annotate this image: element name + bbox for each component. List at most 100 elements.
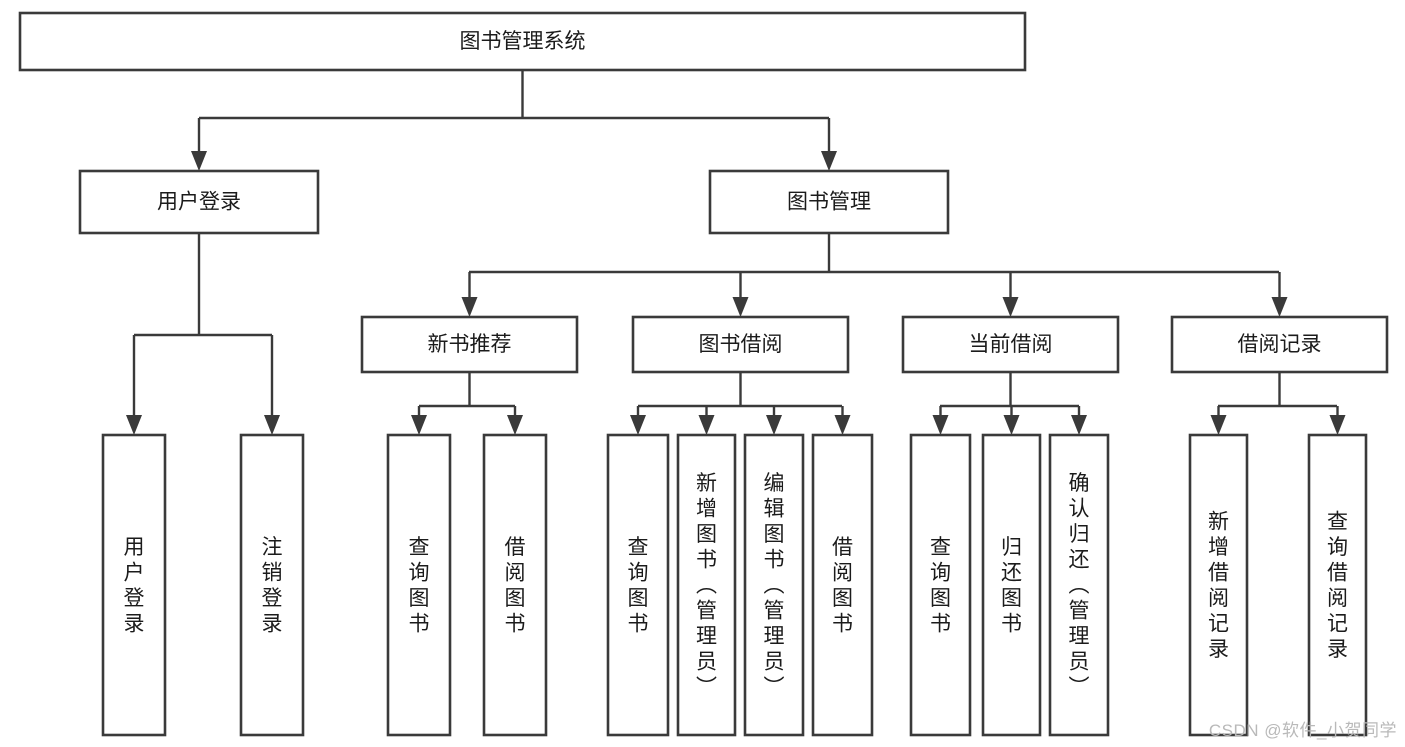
- arrow-head-icon: [766, 415, 782, 435]
- node-box[interactable]: [708, 169, 950, 235]
- node-leaf7[interactable]: 编辑图书︵管理员︶: [743, 433, 805, 737]
- node-label: 图书借阅: [699, 333, 783, 356]
- arrow-head-icon: [411, 415, 427, 435]
- edge-login-to-leaf2: [264, 335, 280, 435]
- node-leaf9[interactable]: 查询图书: [909, 433, 972, 737]
- node-box[interactable]: [239, 433, 305, 737]
- edge-login-to-leaf1: [126, 335, 142, 435]
- node-label: 确认归还︵管理员︶: [1069, 472, 1090, 699]
- arrow-head-icon: [1071, 415, 1087, 435]
- node-box[interactable]: [1307, 433, 1368, 737]
- node-leaf4[interactable]: 借阅图书: [482, 433, 548, 737]
- node-leaf12[interactable]: 新增借阅记录: [1188, 433, 1249, 737]
- edge-record-to-leaf13: [1329, 406, 1346, 435]
- arrow-head-icon: [264, 415, 280, 435]
- edge-record-to-leaf12: [1210, 406, 1227, 435]
- edge-bookmgmt-to-record: [1271, 272, 1288, 317]
- node-leaf2[interactable]: 注销登录: [239, 433, 305, 737]
- arrow-head-icon: [732, 297, 749, 317]
- arrow-head-icon: [630, 415, 646, 435]
- node-current[interactable]: 当前借阅: [901, 315, 1120, 374]
- node-leaf11[interactable]: 确认归还︵管理员︶: [1048, 433, 1110, 737]
- node-leaf10[interactable]: 归还图书: [981, 433, 1042, 737]
- edge-borrow-to-leaf6: [698, 406, 715, 435]
- node-borrow[interactable]: 图书借阅: [631, 315, 850, 374]
- edge-root-to-bookmgmt: [821, 118, 837, 171]
- arrow-head-icon: [1329, 415, 1346, 435]
- arrow-head-icon: [191, 151, 207, 171]
- edge-newbook-to-leaf4: [507, 406, 523, 435]
- edge-borrow-to-leaf5: [630, 406, 646, 435]
- node-leaf6[interactable]: 新增图书︵管理员︶: [676, 433, 737, 737]
- watermark-csdn: CSDN @软件_小贺同学: [1208, 721, 1397, 740]
- node-box[interactable]: [386, 433, 452, 737]
- arrow-head-icon: [834, 415, 851, 435]
- node-box[interactable]: [901, 315, 1120, 374]
- node-label: 借阅图书: [505, 536, 526, 636]
- node-box[interactable]: [909, 433, 972, 737]
- node-leaf13[interactable]: 查询借阅记录: [1307, 433, 1368, 737]
- node-leaf3[interactable]: 查询图书: [386, 433, 452, 737]
- arrow-head-icon: [698, 415, 715, 435]
- node-label: 查询图书: [930, 536, 951, 636]
- node-label: 查询借阅记录: [1327, 510, 1348, 661]
- arrow-head-icon: [1003, 415, 1020, 435]
- connector-group-root: [199, 70, 829, 120]
- node-leaf8[interactable]: 借阅图书: [811, 433, 874, 737]
- node-box[interactable]: [676, 433, 737, 737]
- node-box[interactable]: [101, 433, 167, 737]
- edge-bookmgmt-to-current: [1002, 272, 1019, 317]
- node-label: 查询图书: [409, 536, 430, 636]
- connector-group-newbook: [419, 372, 515, 408]
- node-label: 新增借阅记录: [1208, 510, 1229, 661]
- node-box[interactable]: [1170, 315, 1389, 374]
- node-box[interactable]: [743, 433, 805, 737]
- node-label: 图书管理: [787, 191, 871, 214]
- connector-group-borrow: [638, 372, 842, 408]
- arrow-head-icon: [126, 415, 142, 435]
- node-box[interactable]: [1048, 433, 1110, 737]
- node-box[interactable]: [606, 433, 670, 737]
- node-box[interactable]: [981, 433, 1042, 737]
- node-bookmgmt[interactable]: 图书管理: [708, 169, 950, 235]
- node-label: 用户登录: [157, 191, 241, 214]
- node-login[interactable]: 用户登录: [78, 169, 320, 235]
- edge-bookmgmt-to-borrow: [732, 272, 749, 317]
- edge-borrow-to-leaf7: [766, 406, 782, 435]
- node-box[interactable]: [78, 169, 320, 235]
- node-newbook[interactable]: 新书推荐: [360, 315, 579, 374]
- node-label: 借阅图书: [832, 536, 853, 636]
- connector-group-login: [134, 233, 272, 337]
- edge-current-to-leaf11: [1071, 406, 1087, 435]
- connector-group-current: [940, 372, 1079, 408]
- node-box[interactable]: [482, 433, 548, 737]
- node-leaf1[interactable]: 用户登录: [101, 433, 167, 737]
- node-box[interactable]: [631, 315, 850, 374]
- node-root[interactable]: 图书管理系统: [18, 11, 1027, 72]
- connector-group-record: [1218, 372, 1337, 408]
- edge-root-to-login: [191, 118, 207, 171]
- node-box[interactable]: [811, 433, 874, 737]
- node-box[interactable]: [18, 11, 1027, 72]
- node-label: 查询图书: [628, 536, 649, 636]
- edge-bookmgmt-to-newbook: [461, 272, 478, 317]
- node-box[interactable]: [1188, 433, 1249, 737]
- edge-current-to-leaf9: [932, 406, 949, 435]
- arrow-head-icon: [1271, 297, 1288, 317]
- edge-current-to-leaf10: [1003, 406, 1020, 435]
- node-label: 图书管理系统: [460, 30, 586, 53]
- node-leaf5[interactable]: 查询图书: [606, 433, 670, 737]
- node-record[interactable]: 借阅记录: [1170, 315, 1389, 374]
- node-layer: 图书管理系统用户登录图书管理新书推荐图书借阅当前借阅借阅记录用户登录注销登录查询…: [18, 11, 1389, 737]
- node-box[interactable]: [360, 315, 579, 374]
- arrow-head-icon: [932, 415, 949, 435]
- connector-layer: [126, 70, 1346, 435]
- arrow-head-icon: [461, 297, 478, 317]
- arrow-head-icon: [821, 151, 837, 171]
- edge-newbook-to-leaf3: [411, 406, 427, 435]
- node-label: 用户登录: [124, 536, 145, 636]
- arrow-head-icon: [1002, 297, 1019, 317]
- node-label: 编辑图书︵管理员︶: [764, 472, 785, 699]
- node-label: 当前借阅: [969, 333, 1053, 356]
- node-label: 归还图书: [1001, 536, 1022, 636]
